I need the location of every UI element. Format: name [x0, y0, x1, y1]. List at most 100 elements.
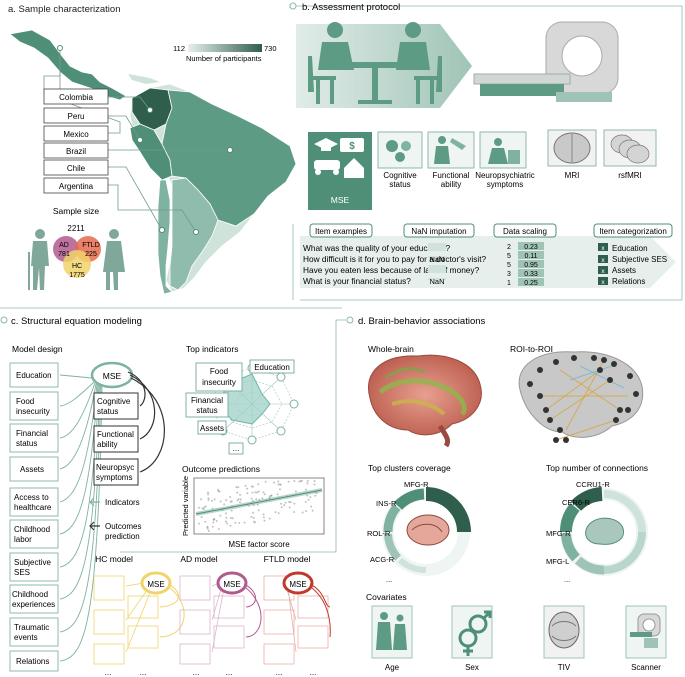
hc-model-title: HC model: [95, 554, 133, 564]
scatter-point: [262, 516, 265, 519]
scatter-point: [231, 517, 234, 520]
ftld-label: FTLD: [82, 242, 100, 249]
nan-imputation-box: [403, 223, 475, 238]
outcomes-legend-arrow: [89, 521, 100, 531]
scatter-point: [238, 522, 241, 524]
ftld-model-title: FTLD model: [264, 554, 311, 564]
scatter-point: [206, 527, 209, 530]
scatter-point: [305, 510, 308, 512]
country-box-mexico: [43, 125, 109, 142]
elder-silhouette-right: [103, 229, 125, 290]
scatter-point: [197, 506, 200, 509]
roi-to-roi-label: ROI-to-ROI: [510, 344, 553, 354]
scatter-point: [298, 480, 301, 483]
outcome-arrows: [127, 371, 165, 473]
radar-label-financial-line1: Financial: [191, 396, 223, 405]
scatter-point: [239, 501, 241, 504]
brazil-marker: [227, 147, 233, 153]
scatter-point: [251, 491, 254, 494]
scatter-point: [219, 514, 222, 517]
scatter-point: [215, 520, 218, 522]
connection-label-ccru1-r: CCRU1-R: [576, 480, 610, 489]
mse-label: MSE: [331, 195, 350, 205]
ad-count: 781: [58, 251, 70, 258]
country-labels: Colombia Peru Mexico Brazil Chile Argent…: [43, 88, 109, 194]
indicators-legend-arrow: [89, 497, 100, 507]
scale-value-1: 0.23: [524, 244, 538, 251]
scatter-point: [277, 480, 280, 483]
scatter-point: [314, 494, 317, 497]
scatter-point: [200, 516, 203, 518]
scatter-point: [300, 480, 303, 482]
peru-marker: [137, 137, 143, 143]
scale-raw-2: 5: [507, 253, 511, 260]
scatter-point: [284, 501, 287, 504]
panel-c-marker: [0, 316, 8, 324]
radar-label-food-box: [195, 362, 243, 392]
legend-label: Number of participants: [186, 54, 262, 63]
rsfmri-label: rsfMRI: [618, 171, 642, 180]
scatter-point: [237, 498, 240, 501]
category-relations: Relations: [612, 277, 645, 286]
scatter-point: [262, 513, 265, 516]
covariate-sex: Sex: [465, 663, 479, 672]
indicator-childhood-exp-line1: Childhood: [12, 590, 48, 599]
scatter-point: [264, 480, 267, 483]
country-label-peru: Peru: [68, 112, 85, 121]
scatter-point: [310, 505, 313, 508]
scatter-point: [217, 488, 220, 491]
panel-b-frame-dot: [289, 2, 297, 10]
cognitive-icon: [377, 131, 423, 169]
map-brazil: [161, 89, 297, 227]
scatter-point: [206, 526, 209, 529]
covariate-scanner: Scanner: [631, 663, 661, 672]
indicator-food-line1: Food: [16, 397, 34, 406]
indicator-childhood-exp-line2: experiences: [12, 600, 55, 609]
radar-label-assets-box: [197, 420, 227, 435]
indicator-access-line2: healthcare: [14, 503, 52, 512]
categorization-checkboxes: [598, 243, 608, 285]
radar-label-financial-box: [185, 392, 229, 418]
sex-icon: [458, 610, 492, 656]
argentina-marker: [193, 229, 199, 235]
scatter-point: [207, 491, 209, 494]
scale-raw-4: 3: [507, 271, 511, 278]
legend-min: 112: [173, 44, 185, 53]
indicator-subjective-line2: SES: [14, 568, 30, 577]
ad-model: [179, 571, 262, 665]
scatter-point: [202, 508, 205, 510]
indicator-education: Education: [16, 371, 52, 380]
scatter-point: [288, 506, 291, 509]
scatter-point: [254, 491, 257, 494]
outcome-neuropsych-line2: symptoms: [96, 473, 132, 482]
scatter-point: [207, 530, 210, 532]
neuropsych-label-line1: Neuropsychiatric: [475, 171, 535, 180]
indicator-subjective-line1: Subjective: [14, 558, 51, 567]
covariate-tiv: TIV: [558, 663, 571, 672]
outcome-cognitive-box: [93, 392, 139, 420]
scatter-point: [279, 483, 282, 486]
mse-node: [90, 361, 134, 389]
scatter-point: [263, 519, 266, 522]
country-box-chile: [43, 159, 109, 176]
outcome-functional-line1: Functional: [97, 430, 134, 439]
top-indicators-title: Top indicators: [186, 344, 238, 354]
cluster-label-ins-r: INS-R: [376, 499, 397, 508]
scatter-point: [254, 521, 256, 524]
nan-value-2: NaN: [429, 255, 444, 264]
scatter-point: [257, 509, 260, 512]
outcome-functional-line2: ability: [97, 440, 117, 449]
scatter-ylabel: Predicted variable: [181, 476, 190, 536]
scatter-point: [237, 486, 240, 489]
ftld-model: [263, 571, 331, 665]
item-examples-box: [309, 223, 373, 238]
hc-model-mse-label: MSE: [147, 580, 164, 589]
total-sample: 2211: [67, 224, 85, 233]
country-box-brazil: [43, 142, 109, 159]
mri-scanner-illustration: [473, 21, 619, 102]
connection-label-mfg-r: MFG-R: [546, 529, 571, 538]
scale-raw-1: 2: [507, 244, 511, 251]
chile-marker: [159, 227, 165, 233]
cluster-label-acg-r: ACG-R: [370, 555, 395, 564]
cluster-label-rol-r: ROL-R: [367, 529, 391, 538]
